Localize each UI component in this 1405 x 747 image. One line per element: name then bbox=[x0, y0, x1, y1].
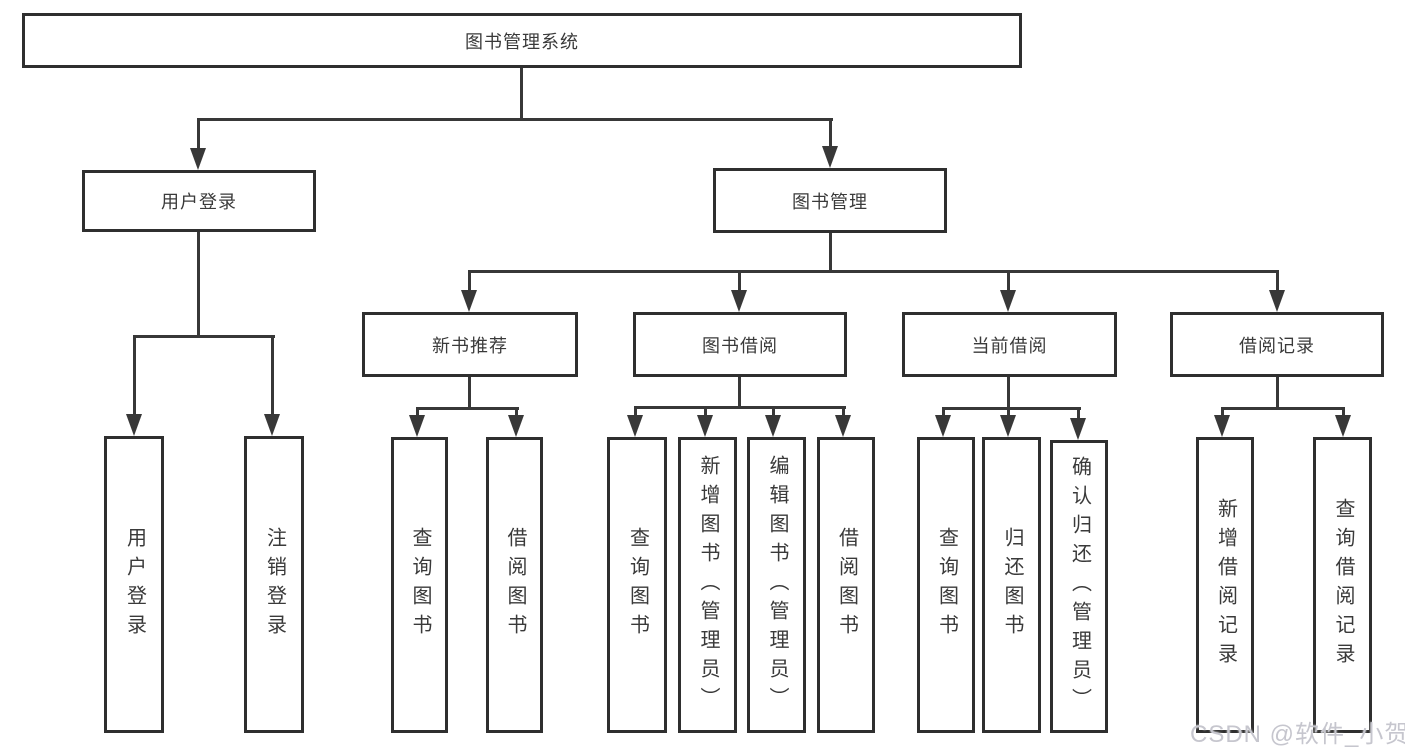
connector-book-management-trunk bbox=[829, 233, 832, 273]
leaf-confirm-return-admin: 确认归还（管理员） bbox=[1050, 440, 1108, 733]
connector-user-login-trunk bbox=[197, 232, 200, 338]
arrow-down-icon bbox=[508, 415, 524, 437]
connector-shaft bbox=[1007, 407, 1010, 417]
leaf-edit-book-admin: 编辑图书（管理员） bbox=[747, 437, 806, 733]
connector-shaft bbox=[704, 406, 707, 417]
leaf-label: 归还图书 bbox=[1001, 527, 1023, 643]
leaf-label: 借阅图书 bbox=[504, 527, 526, 643]
arrow-down-icon bbox=[627, 415, 643, 437]
leaf-query-borrow-record: 查询借阅记录 bbox=[1313, 437, 1372, 733]
leaf-query-books-recommend: 查询图书 bbox=[391, 437, 448, 733]
arrow-down-icon bbox=[190, 148, 206, 170]
leaf-borrow-books-recommend: 借阅图书 bbox=[486, 437, 543, 733]
leaf-label: 注销登录 bbox=[263, 526, 286, 643]
csdn-watermark: CSDN @软件_小贺同学 bbox=[1190, 721, 1405, 747]
arrow-down-icon bbox=[1335, 415, 1351, 437]
leaf-label: 新增借阅记录 bbox=[1214, 498, 1237, 672]
leaf-user-login: 用户登录 bbox=[104, 436, 164, 733]
connector-shaft bbox=[1342, 407, 1345, 417]
node-borrow-records: 借阅记录 bbox=[1170, 312, 1384, 377]
arrow-down-icon bbox=[1214, 415, 1230, 437]
connector-shaft bbox=[1221, 407, 1224, 417]
leaf-return-books: 归还图书 bbox=[982, 437, 1041, 733]
arrow-down-icon bbox=[835, 415, 851, 437]
arrow-down-icon bbox=[697, 415, 713, 437]
arrow-down-icon bbox=[1000, 415, 1016, 437]
connector-shaft bbox=[842, 406, 845, 417]
connector-bus bbox=[1222, 407, 1345, 410]
connector-shaft bbox=[1077, 407, 1080, 419]
arrow-down-icon bbox=[1070, 418, 1086, 440]
node-label: 当前借阅 bbox=[971, 335, 1048, 356]
connector-trunk bbox=[1276, 377, 1279, 410]
connector-shaft bbox=[271, 335, 274, 415]
arrow-down-icon bbox=[461, 290, 477, 312]
connector-level3-bus bbox=[469, 270, 1279, 273]
leaf-label: 新增图书（管理员） bbox=[697, 454, 719, 716]
connector-trunk bbox=[468, 377, 471, 410]
node-book-management: 图书管理 bbox=[713, 168, 947, 233]
connector-bus bbox=[417, 407, 519, 410]
connector-trunk bbox=[738, 377, 741, 409]
arrow-down-icon bbox=[264, 414, 280, 436]
connector-shaft bbox=[416, 407, 419, 417]
connector-shaft bbox=[468, 270, 471, 292]
connector-user-login-bus bbox=[134, 335, 275, 338]
node-label: 新书推荐 bbox=[432, 335, 508, 356]
connector-shaft bbox=[634, 406, 637, 417]
node-label: 图书管理系统 bbox=[465, 31, 579, 52]
connector-trunk bbox=[1007, 377, 1010, 410]
node-root-book-management-system: 图书管理系统 bbox=[22, 13, 1022, 68]
connector-shaft bbox=[829, 118, 832, 149]
connector-root-trunk bbox=[520, 68, 523, 121]
connector-shaft bbox=[942, 407, 945, 417]
connector-shaft bbox=[772, 406, 775, 417]
node-new-book-recommendation: 新书推荐 bbox=[362, 312, 578, 377]
arrow-down-icon bbox=[1000, 290, 1016, 312]
connector-shaft bbox=[738, 270, 741, 292]
node-label: 图书管理 bbox=[792, 191, 868, 212]
leaf-label: 借阅图书 bbox=[835, 527, 858, 643]
node-book-borrowing: 图书借阅 bbox=[633, 312, 847, 377]
arrow-down-icon bbox=[935, 415, 951, 437]
node-label: 用户登录 bbox=[161, 192, 237, 212]
leaf-label: 查询借阅记录 bbox=[1332, 498, 1354, 672]
leaf-label: 编辑图书（管理员） bbox=[766, 454, 788, 716]
leaf-add-book-admin: 新增图书（管理员） bbox=[678, 437, 737, 733]
connector-shaft bbox=[1007, 270, 1010, 292]
arrow-down-icon bbox=[731, 290, 747, 312]
leaf-label: 查询图书 bbox=[935, 527, 958, 643]
node-label: 借阅记录 bbox=[1239, 335, 1315, 356]
connector-shaft bbox=[133, 335, 136, 415]
leaf-query-books-current: 查询图书 bbox=[917, 437, 975, 733]
connector-shaft bbox=[1276, 270, 1279, 292]
connector-shaft bbox=[197, 118, 200, 151]
leaf-logout: 注销登录 bbox=[244, 436, 304, 733]
arrow-down-icon bbox=[409, 415, 425, 437]
arrow-down-icon bbox=[822, 146, 838, 168]
connector-level2-bus bbox=[198, 118, 833, 121]
connector-shaft bbox=[515, 407, 518, 417]
node-current-borrowing: 当前借阅 bbox=[902, 312, 1117, 377]
leaf-label: 确认归还（管理员） bbox=[1068, 456, 1091, 717]
connector-bus bbox=[943, 407, 1081, 410]
leaf-query-books-borrowing: 查询图书 bbox=[607, 437, 667, 733]
leaf-label: 查询图书 bbox=[409, 527, 431, 643]
node-user-login: 用户登录 bbox=[82, 170, 316, 232]
leaf-label: 用户登录 bbox=[123, 526, 146, 643]
leaf-borrow-books: 借阅图书 bbox=[817, 437, 875, 733]
leaf-add-borrow-record: 新增借阅记录 bbox=[1196, 437, 1254, 733]
leaf-label: 查询图书 bbox=[626, 527, 649, 643]
arrow-down-icon bbox=[765, 415, 781, 437]
node-label: 图书借阅 bbox=[702, 335, 778, 356]
arrow-down-icon bbox=[126, 414, 142, 436]
connector-bus bbox=[635, 406, 846, 409]
arrow-down-icon bbox=[1269, 290, 1285, 312]
